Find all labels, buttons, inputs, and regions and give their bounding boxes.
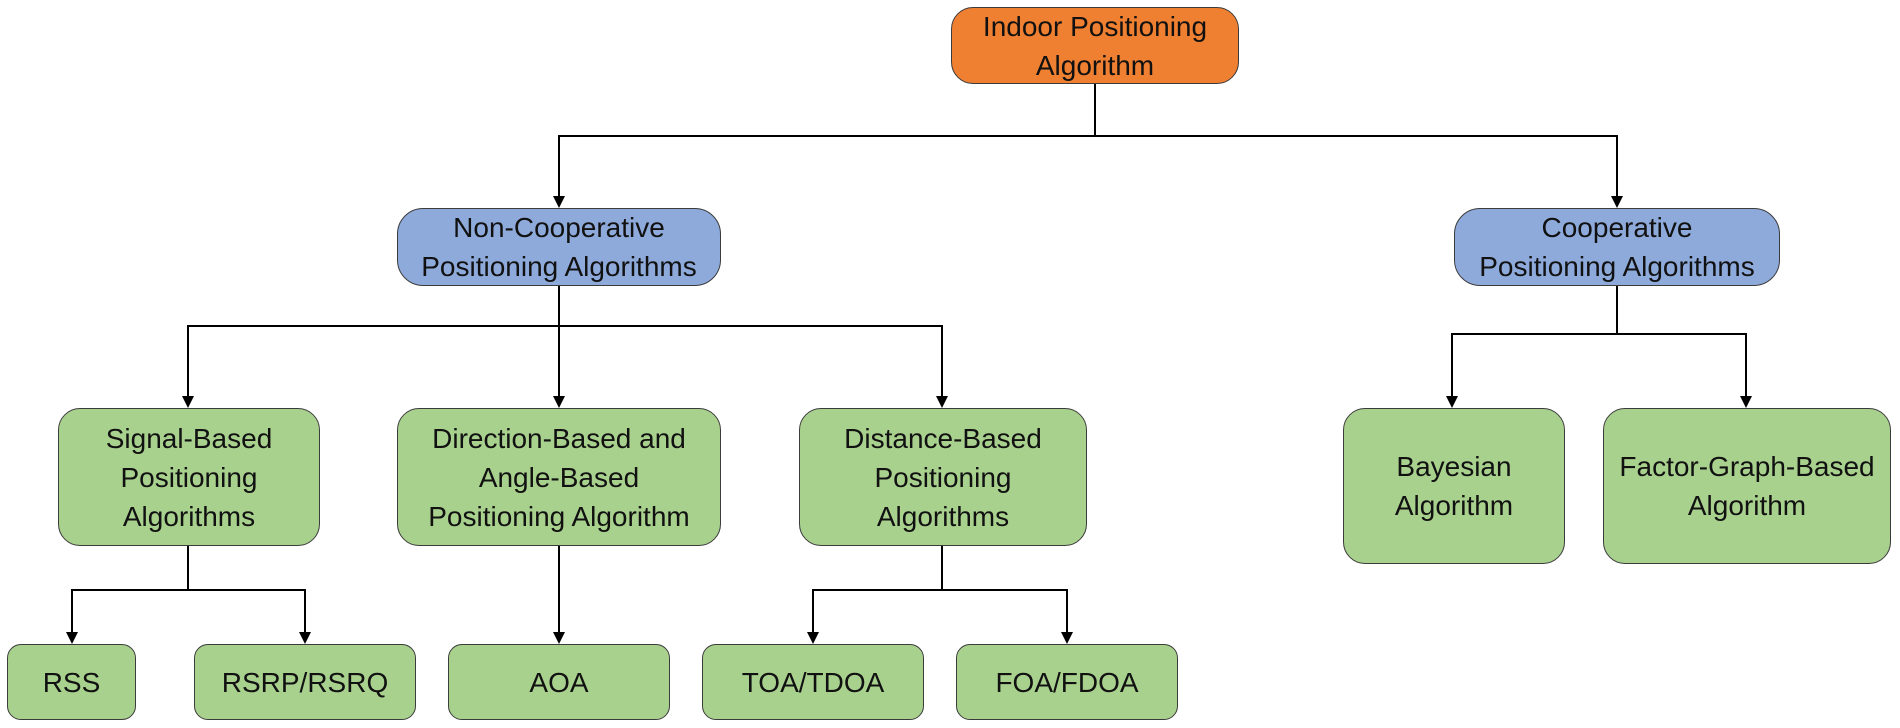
node-label: TOA/TDOA <box>741 666 885 698</box>
connector-distance-based-to-toa-tdoa <box>807 546 943 644</box>
node-label: Non-Cooperative Positioning Algorithms <box>421 212 697 282</box>
connector-signal-based-to-rsrp-rsrq <box>188 589 311 644</box>
node-rsrp-rsrq: RSRP/RSRQ <box>194 644 416 720</box>
node-factor-graph-based: Factor-Graph-Based Algorithm <box>1603 408 1891 564</box>
connector-root-to-non-cooperative <box>553 84 1096 208</box>
node-rss: RSS <box>7 644 136 720</box>
node-indoor-positioning-algorithm: Indoor Positioning Algorithm <box>951 7 1239 84</box>
connector-distance-based-to-foa-fdoa <box>942 589 1073 644</box>
node-toa-tdoa: TOA/TDOA <box>702 644 924 720</box>
node-aoa: AOA <box>448 644 670 720</box>
connector-signal-based-to-rss <box>66 546 189 644</box>
node-label: RSS <box>42 666 101 698</box>
node-label: AOA <box>529 666 589 698</box>
connector-cooperative-to-factor-graph-based <box>1617 333 1752 408</box>
node-label: RSRP/RSRQ <box>221 666 389 698</box>
connector-root-to-cooperative <box>1095 135 1623 208</box>
node-label: Factor-Graph-Based Algorithm <box>1619 451 1875 521</box>
node-cooperative: Cooperative Positioning Algorithms <box>1454 208 1780 286</box>
node-bayesian: Bayesian Algorithm <box>1343 408 1565 564</box>
node-label: Bayesian Algorithm <box>1394 451 1514 521</box>
node-distance-based: Distance-Based Positioning Algorithms <box>799 408 1087 546</box>
connector-non-cooperative-to-distance-based <box>559 325 948 408</box>
node-label: Direction-Based and Angle-Based Position… <box>428 422 690 532</box>
node-foa-fdoa: FOA/FDOA <box>956 644 1178 720</box>
node-label: FOA/FDOA <box>995 666 1139 698</box>
node-non-cooperative: Non-Cooperative Positioning Algorithms <box>397 208 721 286</box>
node-label: Indoor Positioning Algorithm <box>982 10 1208 81</box>
node-label: Cooperative Positioning Algorithms <box>1479 212 1755 282</box>
node-label: Signal-Based Positioning Algorithms <box>105 422 273 532</box>
connector-cooperative-to-bayesian <box>1446 286 1618 408</box>
node-signal-based: Signal-Based Positioning Algorithms <box>58 408 320 546</box>
node-label: Distance-Based Positioning Algorithms <box>844 422 1042 532</box>
connector-non-cooperative-to-signal-based <box>182 286 560 408</box>
node-direction-angle-based: Direction-Based and Angle-Based Position… <box>397 408 721 546</box>
